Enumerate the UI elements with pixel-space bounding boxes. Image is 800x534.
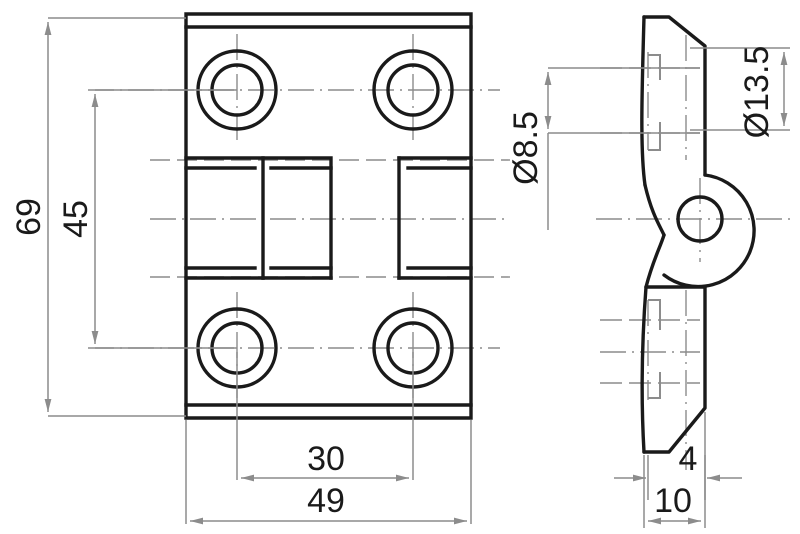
dimension-d13-5	[690, 47, 790, 131]
dimension-30	[236, 352, 414, 482]
dimension-group	[44, 17, 790, 528]
dimension-labels: 69 45 30 49 Ø8.5 Ø13.5 4 10	[10, 46, 776, 520]
dimension-label-10: 10	[654, 482, 692, 520]
dimension-69	[44, 17, 186, 417]
dimension-label-d8-5: Ø8.5	[507, 111, 545, 185]
side-view-profile	[640, 15, 756, 454]
dimension-label-45: 45	[57, 200, 95, 238]
hole-top-right-outer	[372, 49, 454, 131]
side-view-hidden-detail	[648, 54, 661, 399]
dimension-45	[91, 89, 237, 349]
front-view	[88, 12, 510, 420]
dimension-49	[185, 420, 472, 525]
hole-top-right-inner	[386, 63, 440, 117]
dimension-label-30: 30	[307, 440, 345, 478]
dimension-d8-5	[544, 67, 700, 230]
front-view-outline	[184, 12, 473, 420]
dimension-label-4: 4	[679, 440, 698, 478]
pin-hole	[676, 195, 724, 243]
dimension-label-69: 69	[10, 198, 48, 236]
dimension-label-d13-5: Ø13.5	[738, 46, 776, 139]
dimension-10	[643, 455, 706, 528]
dimension-label-49: 49	[307, 482, 345, 520]
knuckle-pattern	[184, 156, 473, 280]
